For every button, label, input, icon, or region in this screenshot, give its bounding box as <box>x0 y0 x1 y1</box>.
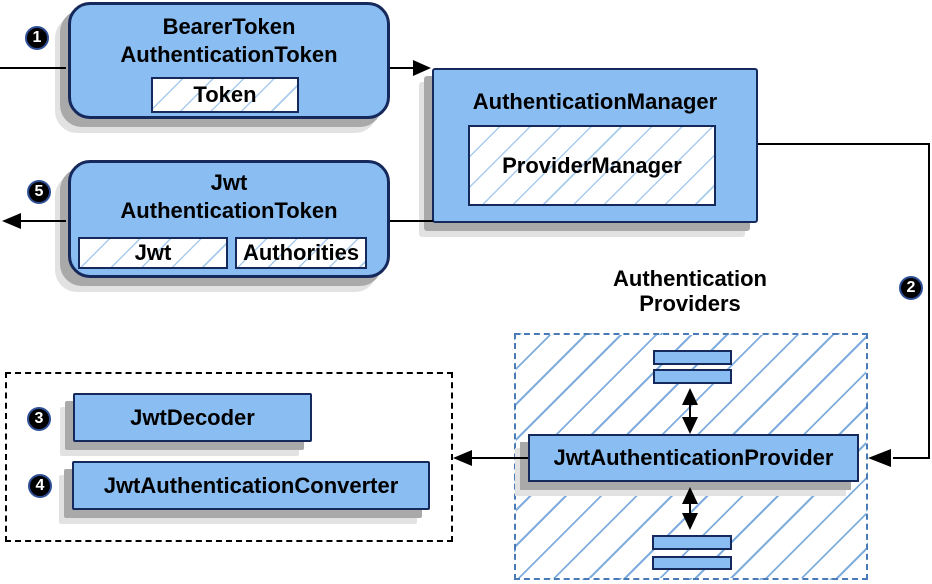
authentication-manager-box: AuthenticationManager ProviderManager <box>432 68 758 223</box>
bearer-token-authentication-token-box: BearerToken AuthenticationToken Token <box>68 2 390 119</box>
jwt-field: Jwt <box>78 237 228 269</box>
jwt-authentication-token-box: Jwt AuthenticationToken Jwt Authorities <box>68 160 390 278</box>
step-4-badge: 4 <box>28 474 52 498</box>
provider-slot-bar-top-1 <box>653 350 732 365</box>
step-1-badge: 1 <box>25 26 49 50</box>
authentication-manager-title: AuthenticationManager <box>472 89 718 114</box>
jwt-authentication-provider-box: JwtAuthenticationProvider <box>528 434 859 482</box>
provider-slot-bar-bottom-1 <box>652 535 732 550</box>
bearer-token-box-title: BearerToken AuthenticationToken <box>120 14 338 67</box>
step-2-badge: 2 <box>899 276 923 300</box>
authentication-providers-label: Authentication Providers <box>613 266 767 316</box>
provider-slot-bar-top-2 <box>653 369 732 384</box>
provider-manager-field: ProviderManager <box>468 125 716 206</box>
authorities-field: Authorities <box>235 237 367 269</box>
jwt-decoder-box: JwtDecoder <box>73 393 312 442</box>
jwt-authentication-converter-box: JwtAuthenticationConverter <box>72 461 430 510</box>
token-field: Token <box>151 77 299 113</box>
authentication-providers-group: JwtAuthenticationProvider <box>514 333 868 580</box>
step-5-badge: 5 <box>27 180 51 204</box>
provider-slot-bar-bottom-2 <box>652 556 732 570</box>
bearer-to-manager-arrow <box>390 60 431 76</box>
outgoing-result-arrow <box>2 213 66 229</box>
jwt-components-group: JwtDecoder JwtAuthenticationConverter <box>5 372 453 542</box>
jwt-token-box-title: Jwt AuthenticationToken <box>120 170 338 223</box>
step-3-badge: 3 <box>27 407 51 431</box>
